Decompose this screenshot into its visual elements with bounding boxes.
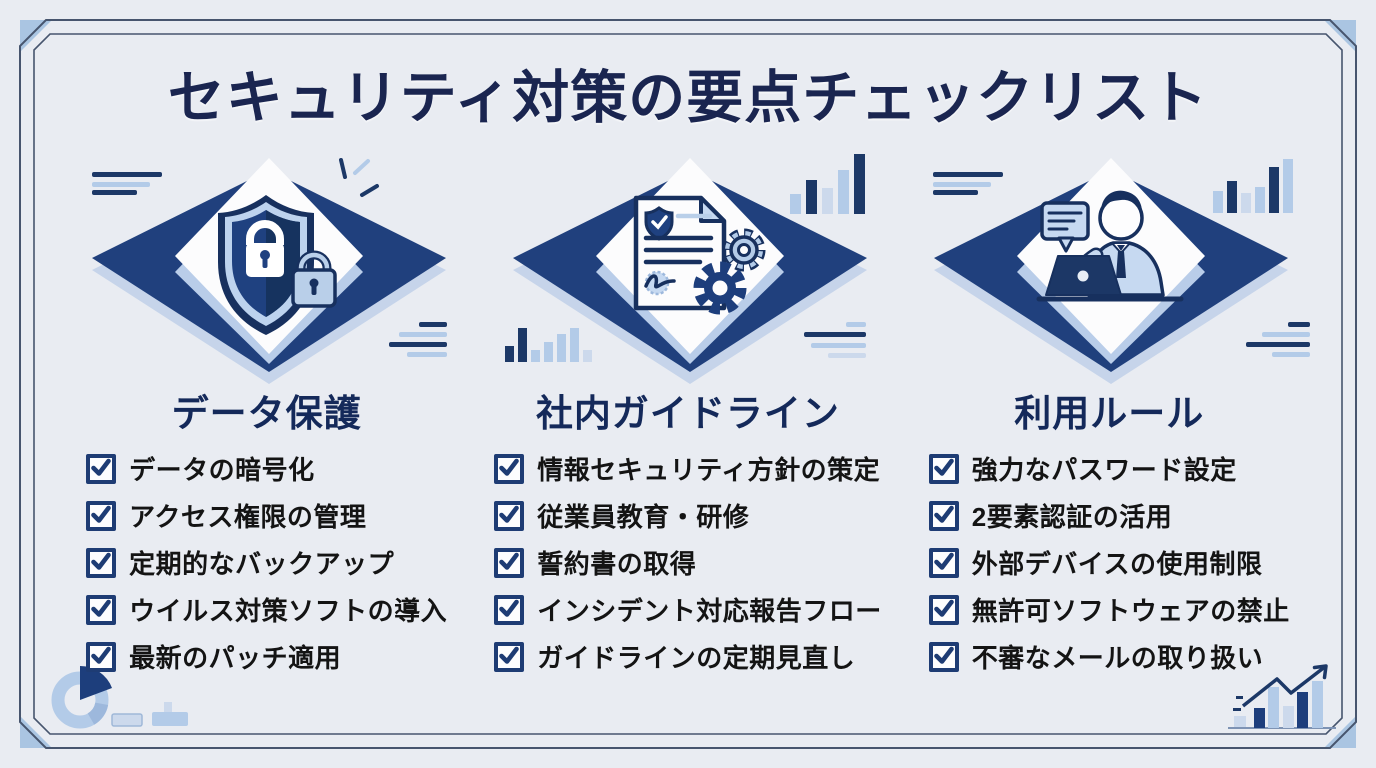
usage-rules-illustration xyxy=(899,150,1320,390)
page-title: セキュリティ対策の要点チェックリスト xyxy=(167,66,1209,130)
checklist-item: 不審なメールの取り扱い xyxy=(928,640,1290,673)
checklist-item-label: 2要素認証の活用 xyxy=(971,502,1173,532)
checklist-item: 従業員教育・研修 xyxy=(494,499,882,532)
signature-seal-icon xyxy=(644,270,676,296)
checklist-item: 強力なパスワード設定 xyxy=(928,452,1290,485)
checklist-item-label: 最新のパッチ適用 xyxy=(129,643,342,673)
column-usage-rules: 利用ルール 強力なパスワード設定 2要素認証の活用外部デバイスの使用制限無許可ソフ… xyxy=(899,150,1320,687)
column-title: 利用ルール xyxy=(1014,393,1205,434)
checklist-item-label: アクセス権限の管理 xyxy=(129,502,367,532)
checkbox-checked-icon xyxy=(928,453,959,484)
checklist-item: 定期的なバックアップ xyxy=(86,546,447,579)
column-title: データ保護 xyxy=(171,393,362,434)
checklist: データの暗号化アクセス権限の管理定期的なバックアップウイルス対策ソフトの導入最新… xyxy=(86,452,447,673)
column-title: 社内ガイドライン xyxy=(535,393,840,434)
checklist-item-label: 定期的なバックアップ xyxy=(129,549,395,579)
checklist-item: 最新のパッチ適用 xyxy=(86,640,447,673)
checkbox-checked-icon xyxy=(494,547,525,578)
checkbox-checked-icon xyxy=(494,641,525,672)
gear-icon xyxy=(693,261,747,315)
checklist: 情報セキュリティ方針の策定従業員教育・研修誓約書の取得インシデント対応報告フロー… xyxy=(494,452,882,673)
checklist-item: ガイドラインの定期見直し xyxy=(494,640,882,673)
speech-bubble-icon xyxy=(1040,201,1090,253)
gear-icon xyxy=(722,228,766,272)
checklist-item: ウイルス対策ソフトの導入 xyxy=(86,593,447,626)
checkbox-checked-icon xyxy=(86,500,117,531)
checkbox-checked-icon xyxy=(494,594,525,625)
checklist-item: 情報セキュリティ方針の策定 xyxy=(494,452,882,485)
checklist-item-label: 強力なパスワード設定 xyxy=(971,455,1237,485)
checklist-item-label: 従業員教育・研修 xyxy=(537,502,750,532)
column-internal-guidelines: 社内ガイドライン 情報セキュリティ方針の策定従業員教育・研修誓約書の取得インシデ… xyxy=(477,150,898,687)
checklist-item: 誓約書の取得 xyxy=(494,546,882,579)
checkbox-checked-icon xyxy=(928,547,959,578)
checklist-item-label: 誓約書の取得 xyxy=(537,549,697,579)
padlock-icon xyxy=(245,220,284,277)
checkbox-checked-icon xyxy=(86,547,117,578)
checkbox-checked-icon xyxy=(494,453,525,484)
checklist-item-label: 無許可ソフトウェアの禁止 xyxy=(971,596,1290,626)
checkbox-checked-icon xyxy=(494,500,525,531)
checkbox-checked-icon xyxy=(86,453,117,484)
checkbox-checked-icon xyxy=(928,641,959,672)
checklist-item-label: 情報セキュリティ方針の策定 xyxy=(537,455,881,485)
checkbox-checked-icon xyxy=(86,641,117,672)
checklist-item-label: インシデント対応報告フロー xyxy=(537,596,882,626)
checklist: 強力なパスワード設定 2要素認証の活用外部デバイスの使用制限無許可ソフトウェアの禁… xyxy=(928,452,1290,673)
small-padlock-icon xyxy=(290,250,337,308)
checkbox-checked-icon xyxy=(928,594,959,625)
checklist-item-label: データの暗号化 xyxy=(129,455,315,485)
checkbox-checked-icon xyxy=(86,594,117,625)
checkbox-checked-icon xyxy=(928,500,959,531)
checklist-item: インシデント対応報告フロー xyxy=(494,593,882,626)
person-laptop-icon xyxy=(1036,190,1184,302)
shield-check-icon xyxy=(644,206,674,241)
checklist-item-label: 不審なメールの取り扱い xyxy=(971,643,1264,673)
checklist-item: データの暗号化 xyxy=(86,452,447,485)
mini-widget-icons xyxy=(111,702,188,727)
checklist-item: 外部デバイスの使用制限 xyxy=(928,546,1290,579)
internal-guidelines-illustration xyxy=(477,150,898,390)
checklist-item-label: 外部デバイスの使用制限 xyxy=(971,549,1263,579)
column-data-protection: データ保護 データの暗号化アクセス権限の管理定期的なバックアップウイルス対策ソフ… xyxy=(56,150,477,687)
checklist-item-label: ガイドラインの定期見直し xyxy=(537,643,856,673)
columns-row: データ保護 データの暗号化アクセス権限の管理定期的なバックアップウイルス対策ソフ… xyxy=(56,150,1320,687)
checklist-item: アクセス権限の管理 xyxy=(86,499,447,532)
checklist-item: 無許可ソフトウェアの禁止 xyxy=(928,593,1290,626)
checklist-item-label: ウイルス対策ソフトの導入 xyxy=(129,596,448,626)
checklist-item: 2要素認証の活用 xyxy=(928,499,1290,532)
data-protection-illustration xyxy=(56,150,477,390)
